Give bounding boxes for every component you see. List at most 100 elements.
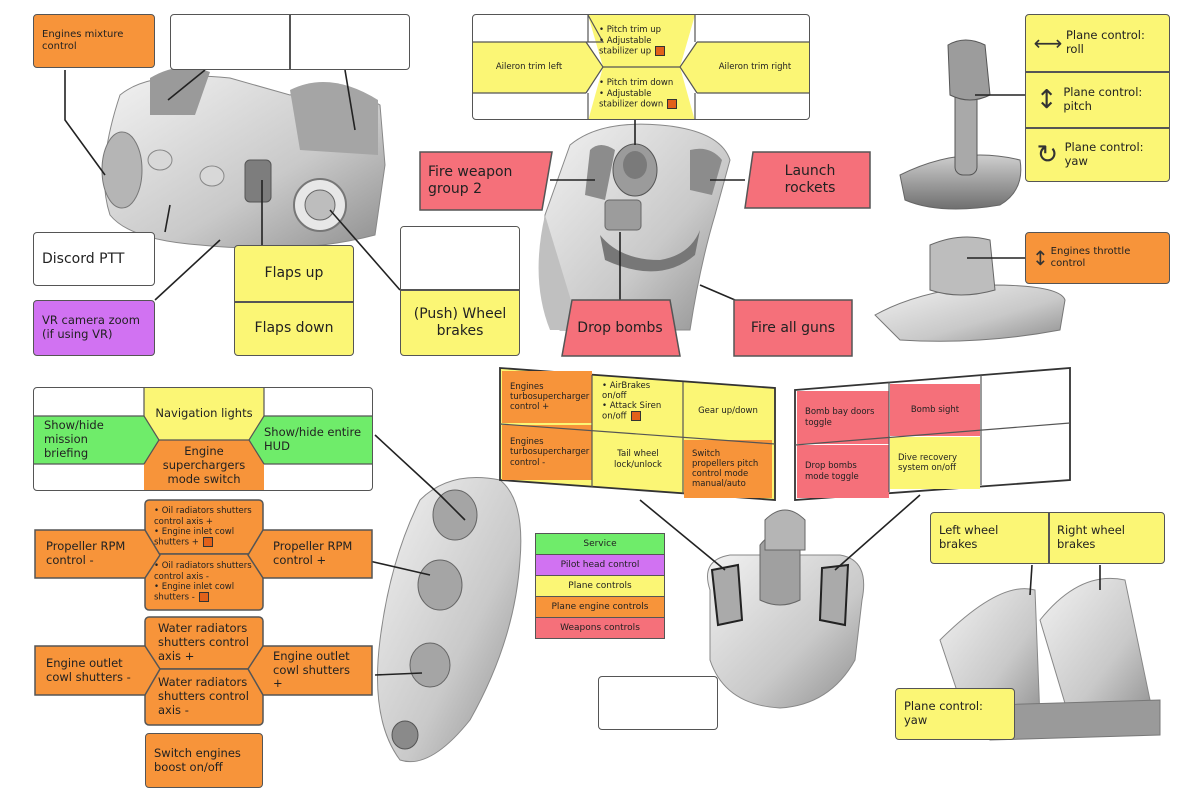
wheel-brakes-box: (Push) Wheel brakes	[400, 226, 520, 356]
boost-text: Switch engines boost on/off	[154, 745, 241, 774]
modifier-square-icon	[667, 98, 678, 109]
pitch-down-cell: • Pitch trim down • Adjustable stabilize…	[599, 69, 689, 119]
oil-up-text: • Oil radiators shutters control axis +	[154, 506, 252, 527]
water-plus-text: Water radiators shutters control axis +	[158, 621, 249, 663]
discord-ptt-text: Discord PTT	[42, 250, 125, 267]
pitch-text: Plane control: pitch	[1063, 84, 1143, 113]
pedal-yaw-box: Plane control: yaw	[895, 688, 1015, 740]
empty-binding-top	[170, 14, 410, 70]
vr-zoom-text: VR camera zoom (if using VR)	[42, 313, 140, 341]
modifier-square-icon	[202, 536, 213, 547]
pitch-up-cell: • Pitch trim up • Adjustable stabilizer …	[599, 17, 689, 65]
inlet-down-text: • Engine inlet cowl shutters -	[154, 581, 235, 603]
stabilizer-up-text: • Adjustable stabilizer up	[599, 35, 652, 57]
throttle-control-label: ↕ Engines throttle control	[1025, 232, 1170, 284]
pitch-down-text: • Pitch trim down	[599, 78, 674, 89]
oil-down-text: • Oil radiators shutters control axis -	[154, 561, 252, 582]
hat-switch-box: • Pitch trim up • Adjustable stabilizer …	[472, 14, 810, 120]
engines-mixture-label: Engines mixture control	[33, 14, 155, 68]
superchargers-text: Engine superchargers mode switch	[162, 444, 246, 486]
mission-briefing-text: Show/hide mission briefing	[44, 418, 104, 460]
rpm-plus-text: Propeller RPM control +	[273, 539, 353, 567]
siren-line: • Attack Siren on/off	[602, 401, 674, 422]
fire-all-guns-label: Fire all guns	[750, 319, 836, 336]
rotate-arrow-icon: ↻	[1036, 139, 1059, 170]
nav-lights-text: Navigation lights	[155, 406, 253, 421]
airbrakes-text: • AirBrakes on/off	[602, 380, 651, 402]
pedal-yaw-text: Plane control: yaw	[904, 699, 983, 727]
legend-item: Pilot head control	[535, 554, 665, 576]
drop-mode-text: Drop bombs mode toggle	[797, 445, 889, 498]
empty-binding-bottom	[598, 676, 718, 730]
gear-text: Gear up/down	[698, 405, 758, 416]
throttle-illustration	[101, 67, 386, 249]
inlet-up-line: • Engine inlet cowl shutters +	[154, 527, 258, 548]
aileron-right-text: Aileron trim right	[718, 62, 792, 73]
joystick-overview-illustration	[899, 39, 1022, 210]
right-brake-text: Right wheel brakes	[1057, 523, 1125, 551]
throttle-text: Engines throttle control	[1050, 246, 1131, 269]
wheel-brakes-pedal-box: Left wheel brakes Right wheel brakes	[930, 512, 1165, 564]
stabilizer-up-line: • Adjustable stabilizer up	[599, 36, 689, 57]
outlet-minus-text: Engine outlet cowl shutters -	[46, 655, 131, 684]
flaps-up-text: Flaps up	[264, 265, 324, 282]
inlet-up-text: • Engine inlet cowl shutters +	[154, 526, 235, 548]
turbo-minus-text: Engines turbosupercharger control -	[502, 425, 592, 480]
empty-cell	[401, 227, 519, 289]
stabilizer-down-text: • Adjustable stabilizer down	[599, 88, 664, 110]
left-right-arrow-icon: ⟷	[1033, 31, 1063, 55]
stabilizer-down-line: • Adjustable stabilizer down	[599, 89, 689, 110]
pitch-up-text: • Pitch trim up	[599, 25, 662, 36]
water-minus-text: Water radiators shutters control axis -	[158, 675, 249, 717]
drop-bombs-label: Drop bombs	[577, 319, 663, 336]
flaps-down-text: Flaps down	[254, 320, 334, 337]
pitch-cell: ↕ Plane control: pitch	[1026, 72, 1169, 127]
left-brake-text: Left wheel brakes	[939, 523, 999, 551]
modifier-square-icon	[630, 411, 641, 422]
roll-text: Plane control: roll	[1065, 28, 1145, 56]
hud-text: Show/hide entire HUD	[264, 425, 362, 453]
aileron-left-text: Aileron trim left	[495, 62, 563, 73]
roll-cell: ⟷ Plane control: roll	[1026, 15, 1169, 71]
rpm-minus-text: Propeller RPM control -	[46, 539, 126, 567]
boost-label: Switch engines boost on/off	[145, 733, 263, 788]
inlet-down-line: • Engine inlet cowl shutters -	[154, 582, 258, 603]
legend-item: Plane controls	[535, 575, 665, 597]
airbrakes-cell: • AirBrakes on/off • Attack Siren on/off	[594, 374, 682, 429]
throttle-cell: ↕ Engines throttle control	[1026, 233, 1169, 283]
legend-item: Weapons controls	[535, 617, 665, 639]
up-down-arrow-icon: ↕	[1031, 246, 1049, 270]
turbo-plus-text: Engines turbosupercharger control +	[502, 371, 592, 423]
prop-pitch-text: Switch propellers pitch control mode man…	[684, 440, 772, 498]
base-left-illustration	[377, 477, 522, 763]
legend-item: Service	[535, 533, 665, 555]
wheel-brakes-text: (Push) Wheel brakes	[413, 305, 507, 339]
legend-item: Plane engine controls	[535, 596, 665, 618]
up-down-arrow-icon: ↕	[1035, 84, 1058, 115]
modifier-square-icon	[198, 591, 209, 602]
modifier-square-icon	[655, 45, 666, 56]
dive-recovery-text: Dive recovery system on/off	[890, 437, 980, 489]
launch-rockets-label: Launch rockets	[784, 163, 836, 196]
hat-base-shapes	[34, 388, 372, 490]
hat-diamond	[473, 15, 809, 119]
engines-mixture-text: Engines mixture control	[42, 29, 124, 52]
hat-base-box: Navigation lights Show/hide mission brie…	[33, 387, 373, 491]
yaw-cell: ↻ Plane control: yaw	[1026, 128, 1169, 181]
base-joystick-illustration	[707, 509, 865, 709]
outlet-plus-text: Engine outlet cowl shutters +	[273, 648, 350, 691]
oil-up-cell: • Oil radiators shutters control axis + …	[150, 502, 262, 552]
plane-control-axes-box: ⟷ Plane control: roll ↕ Plane control: p…	[1025, 14, 1170, 182]
flaps-box: Flaps up Flaps down	[234, 245, 354, 356]
fire-weapon-group-2-label: Fire weapon group 2	[428, 164, 513, 197]
siren-text: • Attack Siren on/off	[602, 401, 662, 422]
oil-down-cell: • Oil radiators shutters control axis - …	[150, 556, 262, 608]
discord-ptt-label: Discord PTT	[33, 232, 155, 286]
tailwheel-text: Tail wheel lock/unlock	[614, 449, 662, 470]
bomb-bay-text: Bomb bay doors toggle	[797, 391, 889, 444]
yaw-text: Plane control: yaw	[1064, 139, 1144, 168]
bomb-sight-text: Bomb sight	[890, 384, 980, 436]
vr-zoom-label: VR camera zoom (if using VR)	[33, 300, 155, 356]
